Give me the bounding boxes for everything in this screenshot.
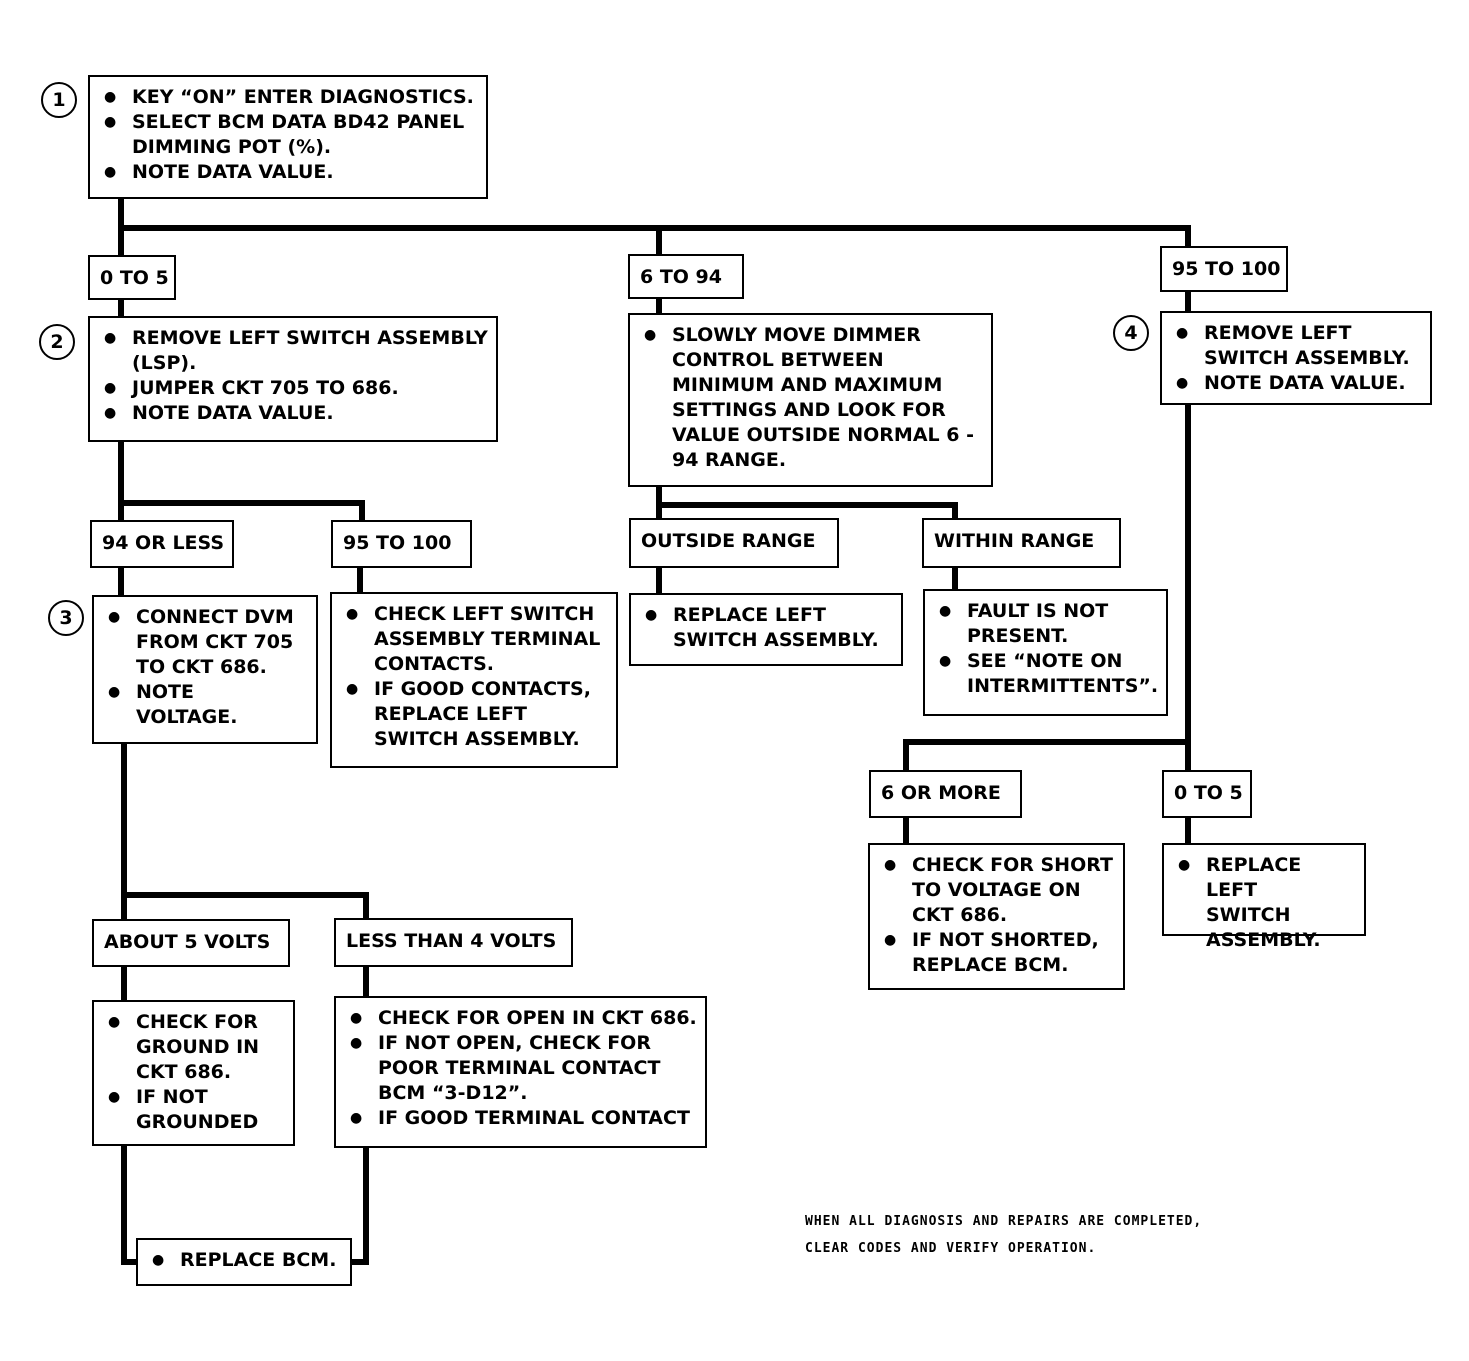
action-item: SEE “NOTE ON INTERMITTENTS”. (935, 649, 1160, 699)
branch-label-6-or-more: 6 OR MORE (869, 770, 1022, 818)
step-number-1: 1 (41, 82, 77, 118)
step-2-item: NOTE DATA VALUE. (100, 401, 490, 426)
action-item: IF GOOD TERMINAL CONTACT (346, 1106, 699, 1131)
check-ground-box: CHECK FOR GROUND IN CKT 686. IF NOT GROU… (92, 1000, 295, 1146)
step-4-box: REMOVE LEFT SWITCH ASSEMBLY. NOTE DATA V… (1160, 311, 1432, 405)
step-1-item: KEY “ON” ENTER DIAGNOSTICS. (100, 85, 480, 110)
action-item: REPLACE BCM. (148, 1248, 344, 1273)
step-2-box: REMOVE LEFT SWITCH ASSEMBLY (LSP). JUMPE… (88, 316, 498, 442)
step-3-item: NOTE VOLTAGE. (104, 680, 310, 730)
step-1-box: KEY “ON” ENTER DIAGNOSTICS. SELECT BCM D… (88, 75, 488, 199)
branch-label-95-to-100: 95 TO 100 (1160, 246, 1288, 292)
step-3-item: CONNECT DVM FROM CKT 705 TO CKT 686. (104, 605, 310, 680)
action-item: IF GOOD CONTACTS, REPLACE LEFT SWITCH AS… (342, 677, 610, 752)
action-item: CHECK FOR GROUND IN CKT 686. (104, 1010, 287, 1085)
action-item: REPLACE LEFT SWITCH ASSEMBLY. (1174, 853, 1358, 953)
replace-lsa-mid-box: REPLACE LEFT SWITCH ASSEMBLY. (629, 593, 903, 666)
check-contacts-box: CHECK LEFT SWITCH ASSEMBLY TERMINAL CONT… (330, 592, 618, 768)
action-item: SLOWLY MOVE DIMMER CONTROL BETWEEN MINIM… (640, 323, 985, 473)
step-1-item: NOTE DATA VALUE. (100, 160, 480, 185)
slow-move-box: SLOWLY MOVE DIMMER CONTROL BETWEEN MINIM… (628, 313, 993, 487)
fault-not-present-box: FAULT IS NOT PRESENT. SEE “NOTE ON INTER… (923, 589, 1168, 716)
branch-label-outside-range: OUTSIDE RANGE (629, 518, 839, 568)
step-1-item: SELECT BCM DATA BD42 PANEL DIMMING POT (… (100, 110, 480, 160)
check-short-box: CHECK FOR SHORT TO VOLTAGE ON CKT 686. I… (868, 843, 1125, 990)
step-4-item: REMOVE LEFT SWITCH ASSEMBLY. (1172, 321, 1424, 371)
action-item: CHECK FOR OPEN IN CKT 686. (346, 1006, 699, 1031)
step-number-3: 3 (48, 600, 84, 636)
branch-label-about-5-volts: ABOUT 5 VOLTS (92, 919, 290, 967)
step-number-4: 4 (1113, 315, 1149, 351)
step-2-item: REMOVE LEFT SWITCH ASSEMBLY (LSP). (100, 326, 490, 376)
step-4-item: NOTE DATA VALUE. (1172, 371, 1424, 396)
branch-label-0-to-5-step4: 0 TO 5 (1162, 770, 1252, 818)
step-number-2: 2 (39, 324, 75, 360)
step-2-item: JUMPER CKT 705 TO 686. (100, 376, 490, 401)
check-open-box: CHECK FOR OPEN IN CKT 686. IF NOT OPEN, … (334, 996, 707, 1148)
branch-label-6-to-94: 6 TO 94 (628, 254, 744, 299)
action-item: IF NOT SHORTED, REPLACE BCM. (880, 928, 1117, 978)
branch-label-less-than-4-volts: LESS THAN 4 VOLTS (334, 918, 573, 967)
action-item: FAULT IS NOT PRESENT. (935, 599, 1160, 649)
action-item: REPLACE LEFT SWITCH ASSEMBLY. (641, 603, 895, 653)
branch-label-within-range: WITHIN RANGE (922, 518, 1121, 568)
branch-label-94-or-less: 94 OR LESS (90, 520, 234, 568)
replace-lsa-right-box: REPLACE LEFT SWITCH ASSEMBLY. (1162, 843, 1366, 951)
action-item: CHECK FOR SHORT TO VOLTAGE ON CKT 686. (880, 853, 1117, 928)
action-item: IF NOT GROUNDED (104, 1085, 287, 1135)
branch-label-0-to-5: 0 TO 5 (88, 255, 176, 300)
action-item: IF NOT OPEN, CHECK FOR POOR TERMINAL CON… (346, 1031, 699, 1106)
replace-bcm-box: REPLACE BCM. (136, 1238, 352, 1286)
completion-note: WHEN ALL DIAGNOSIS AND REPAIRS ARE COMPL… (805, 1214, 1203, 1256)
branch-label-95-to-100-step2: 95 TO 100 (331, 520, 472, 568)
step-3-box: CONNECT DVM FROM CKT 705 TO CKT 686. NOT… (92, 595, 318, 744)
action-item: CHECK LEFT SWITCH ASSEMBLY TERMINAL CONT… (342, 602, 610, 677)
